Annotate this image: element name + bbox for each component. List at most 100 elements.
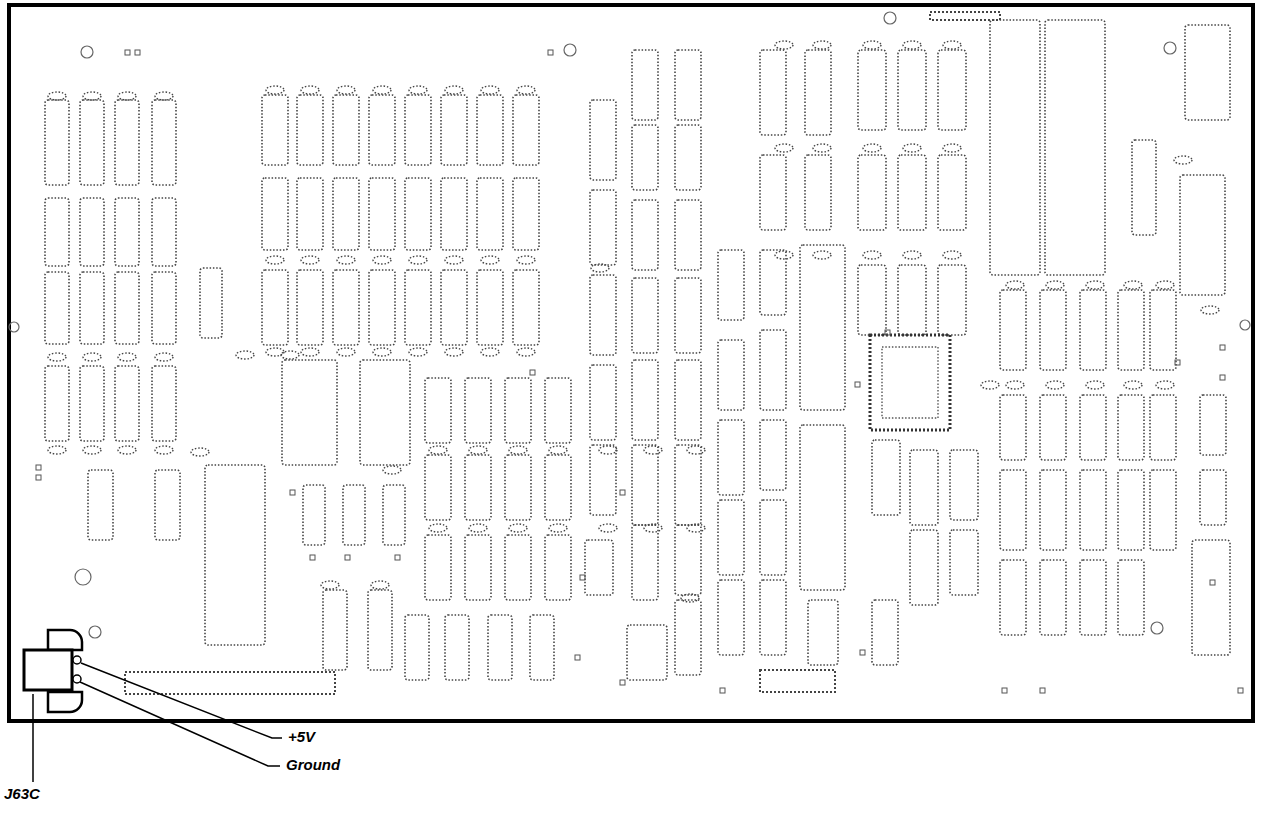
chip-outline <box>343 485 365 545</box>
capacitor-outline <box>775 251 793 259</box>
capacitor-outline <box>863 251 881 259</box>
capacitor-outline <box>687 446 705 454</box>
chip-outline <box>465 535 491 600</box>
chip-outline <box>590 190 616 265</box>
chip-outline <box>675 50 701 120</box>
capacitor-outline <box>1046 281 1064 289</box>
chip-outline <box>632 278 658 353</box>
chip-outline <box>1000 290 1026 370</box>
capacitor-outline <box>903 251 921 259</box>
chip-outline <box>80 366 104 441</box>
capacitor-outline <box>301 256 319 264</box>
capacitor-outline <box>469 446 487 454</box>
capacitor-outline <box>509 524 527 532</box>
chip-outline <box>505 378 531 443</box>
capacitor-outline <box>943 144 961 152</box>
chip-outline <box>262 270 288 345</box>
chip-outline <box>632 445 658 525</box>
capacitor-outline <box>481 348 499 356</box>
solder-pad <box>1220 345 1225 350</box>
chip-outline <box>545 535 571 600</box>
chip-outline <box>632 50 658 120</box>
chip-outline <box>1192 540 1230 655</box>
capacitor-outline <box>981 381 999 389</box>
capacitor-outline <box>1086 381 1104 389</box>
capacitor-outline <box>409 348 427 356</box>
chip-outline <box>898 265 926 335</box>
chip-outline <box>45 198 69 266</box>
chip-outline <box>590 445 616 515</box>
solder-pad <box>1238 688 1243 693</box>
chip-outline <box>441 178 467 250</box>
capacitor-outline <box>409 256 427 264</box>
chip-outline <box>545 455 571 520</box>
capacitor-outline <box>445 348 463 356</box>
chip-outline <box>1118 470 1144 550</box>
capacitor-outline <box>445 86 463 94</box>
solder-pad <box>860 650 865 655</box>
capacitor-outline <box>155 92 173 100</box>
chip-outline <box>1185 25 1230 120</box>
chip-outline <box>262 178 288 250</box>
capacitor-outline <box>1046 381 1064 389</box>
capacitor-outline <box>83 446 101 454</box>
chip-outline <box>445 615 469 680</box>
callout-label: Ground <box>286 757 340 774</box>
chip-outline <box>1150 290 1176 370</box>
capacitor-outline <box>549 524 567 532</box>
chip-outline <box>1118 560 1144 635</box>
solder-pad <box>36 465 41 470</box>
chip-outline <box>477 178 503 250</box>
capacitor-outline <box>481 86 499 94</box>
chip-outline <box>152 198 176 266</box>
mounting-hole <box>1151 622 1163 634</box>
callout-label: +5V <box>288 729 315 746</box>
chip-outline <box>115 272 139 344</box>
chip-outline <box>425 455 451 520</box>
chip-outline <box>760 250 786 315</box>
chip-outline <box>675 525 701 595</box>
leader-line <box>80 682 280 766</box>
chip-outline <box>1040 470 1066 550</box>
capacitor-outline <box>1201 306 1219 314</box>
chip-outline <box>590 100 616 180</box>
capacitor-outline <box>687 524 705 532</box>
chip-outline <box>898 155 926 230</box>
chip-outline <box>369 270 395 345</box>
capacitor-outline <box>863 41 881 49</box>
solder-pad <box>395 555 400 560</box>
chip-outline <box>465 378 491 443</box>
capacitor-outline <box>445 256 463 264</box>
mounting-hole <box>564 44 576 56</box>
solder-pad <box>885 330 890 335</box>
chip-outline <box>488 615 512 680</box>
chip-outline <box>505 535 531 600</box>
capacitor-outline <box>591 264 609 272</box>
chip-outline <box>590 275 616 355</box>
mounting-hole <box>1240 320 1250 330</box>
leader-lines <box>33 663 282 782</box>
capacitor-outline <box>191 448 209 456</box>
capacitor-outline <box>775 41 793 49</box>
chip-outline <box>303 485 325 545</box>
chip-outline <box>760 155 786 230</box>
capacitor-outline <box>517 86 535 94</box>
solder-pad <box>36 475 41 480</box>
chip-outline <box>1200 470 1226 525</box>
chip-outline <box>1000 470 1026 550</box>
capacitor-outline <box>337 86 355 94</box>
capacitor-outline <box>903 144 921 152</box>
chip-outline <box>425 378 451 443</box>
capacitor-outline <box>599 524 617 532</box>
capacitor-outline <box>373 348 391 356</box>
capacitor-outline <box>118 446 136 454</box>
chip-outline <box>513 178 539 250</box>
capacitor-outline <box>943 251 961 259</box>
capacitor-outline <box>1174 156 1192 164</box>
capacitor-outline <box>1156 281 1174 289</box>
chip-outline <box>297 270 323 345</box>
chip-outline <box>369 178 395 250</box>
capacitor-outline <box>337 256 355 264</box>
chip-outline <box>938 155 966 230</box>
chip-outline <box>383 485 405 545</box>
